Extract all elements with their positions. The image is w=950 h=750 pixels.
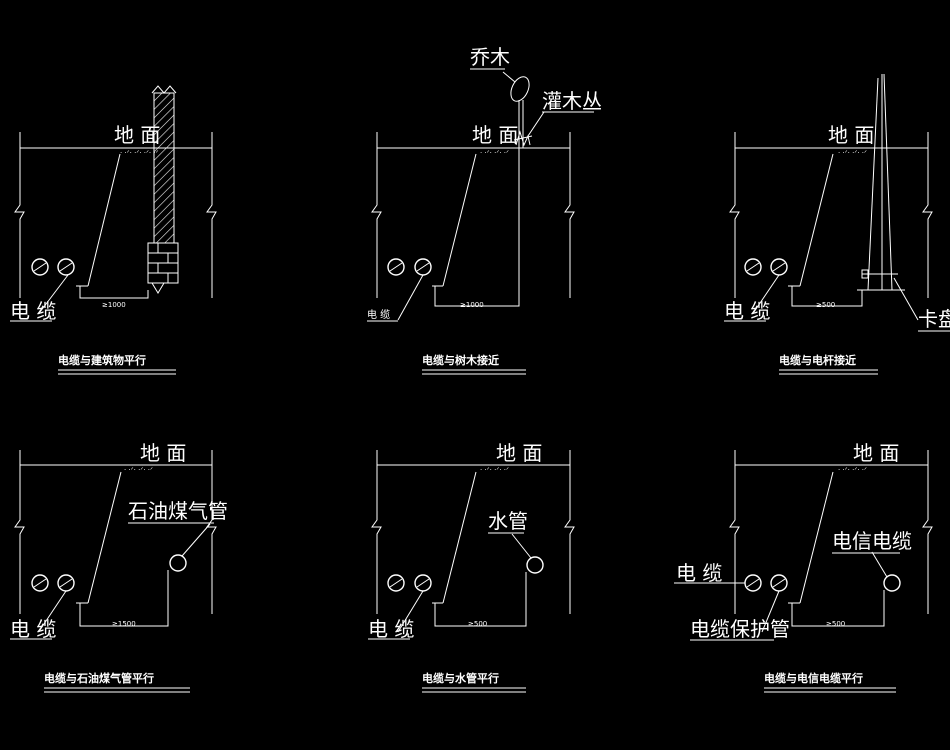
ground-label: 地 面 [828,123,874,147]
cable-leader [397,274,424,321]
ground-hatch-marks: · ·ᐟ· ·ᐟ· ·ᐟ [838,149,867,157]
pipe-leader [181,523,211,557]
panel-pole: · ·ᐟ· ·ᐟ· ·ᐟ 地 面 卡盘 ≥500 电 缆 电缆与电杆接近 [724,73,950,375]
panel-water-pipe: · ·ᐟ· ·ᐟ· ·ᐟ 地 面 水管 ≥500 电 缆 电缆与水管平行 [368,441,575,693]
telecom-leader [871,551,888,578]
pipe-leader [511,533,532,559]
dimension-line [434,148,520,307]
tree-label: 乔木 [470,45,510,69]
tree-crown-icon [510,76,530,102]
ground-leader-line [87,153,121,287]
wall-break-line [151,85,177,94]
electric-pole [857,73,905,291]
ground-leader-line [442,471,477,604]
brick-foundation [147,242,179,294]
caption: 电缆与石油煤气管平行 [44,671,154,685]
trench-outline [729,132,933,298]
building-wall [153,92,175,244]
water-pipe-label: 水管 [488,509,528,533]
cable [387,574,432,592]
panel-trees: · ·ᐟ· ·ᐟ· ·ᐟ 地 面 乔木 灌木丛 ≥1000 电 缆 电缆与树木接… [367,45,602,375]
chuck-label: 卡盘 [918,307,950,331]
panel-telecom-cable: · ·ᐟ· ·ᐟ· ·ᐟ 地 面 电信电缆 电 缆 ≥500 电缆保护管 电缆与… [674,441,933,693]
dimension-label: ≥1000 [102,301,126,309]
trench-outline [729,450,933,614]
trench-outline [14,132,217,298]
cable-leader [39,590,67,631]
caption: 电缆与建筑物平行 [58,353,146,367]
trench-outline [371,132,575,298]
dimension-label: ≥1500 [112,620,136,628]
cable-label: 电 缆 [10,617,56,641]
cable [744,574,788,592]
cable-leader [39,274,69,313]
cable-label: 电 缆 [676,561,722,585]
protect-pipe-leader [761,590,780,633]
caption: 电缆与水管平行 [422,671,499,685]
dimension-label: ≥500 [826,620,845,628]
dimension-line [791,590,885,627]
dimension-label: ≥500 [816,301,835,309]
cable-leader [753,274,780,313]
telecom-cable-label: 电信电缆 [832,529,912,553]
trench-outline [371,450,575,614]
ground-hatch-marks: · ·ᐟ· ·ᐟ· ·ᐟ· ·ᐟ [120,149,159,157]
cable [744,258,788,276]
ground-label: 地 面 [140,441,186,465]
caption: 电缆与电信电缆平行 [764,671,863,685]
ground-leader-line [799,471,834,604]
dimension-label: ≥500 [468,620,487,628]
shrub-icon [513,130,533,147]
ground-label: 地 面 [114,123,160,147]
dimension-label: ≥1000 [460,301,484,309]
ground-label: 地 面 [496,441,542,465]
ground-hatch-marks: · ·ᐟ· ·ᐟ· ·ᐟ [480,149,509,157]
cable-label-small: 电 缆 [367,308,390,321]
ground-leader-line [799,153,834,287]
telecom-cable-icon [883,574,901,592]
cable-leader [397,590,424,633]
water-pipe-icon [526,556,544,574]
ground-leader-line [442,153,477,287]
ground-hatch-marks: · ·ᐟ· ·ᐟ· ·ᐟ [480,466,509,474]
ground-hatch-marks: · ·ᐟ· ·ᐟ· ·ᐟ [124,466,153,474]
cable-protect-pipe-label: 电缆保护管 [690,617,790,641]
caption: 电缆与电杆接近 [779,353,856,367]
dimension-line [791,286,863,307]
dimension-line [79,286,149,299]
ground-label: 地 面 [853,441,899,465]
cable [31,574,75,592]
ground-label: 地 面 [472,123,518,147]
shrub-leader [527,111,545,137]
ground-leader-line [87,471,122,604]
dimension-line [79,570,169,627]
trench-outline [14,450,217,614]
dimension-line [434,572,527,627]
oil-gas-pipe-icon [169,554,187,572]
cable-label: 电 缆 [724,299,770,323]
ground-hatch-marks: · ·ᐟ· ·ᐟ· ·ᐟ [838,466,867,474]
shrub-label: 灌木丛 [542,89,602,113]
panel-building: · ·ᐟ· ·ᐟ· ·ᐟ· ·ᐟ 地 面 ≥1000 电 缆 电缆与建筑物平行 [10,85,217,375]
cable-label: 电 缆 [10,299,56,323]
cable-label: 电 缆 [368,617,414,641]
tree-leader [502,71,516,83]
cable [387,258,432,276]
oil-gas-pipe-label: 石油煤气管 [128,499,228,523]
caption: 电缆与树木接近 [422,353,499,367]
chuck-leader [893,277,919,321]
panel-oil-gas-pipe: · ·ᐟ· ·ᐟ· ·ᐟ 地 面 石油煤气管 ≥1500 电 缆 电缆与石油煤气… [10,441,228,693]
cable [31,258,75,276]
